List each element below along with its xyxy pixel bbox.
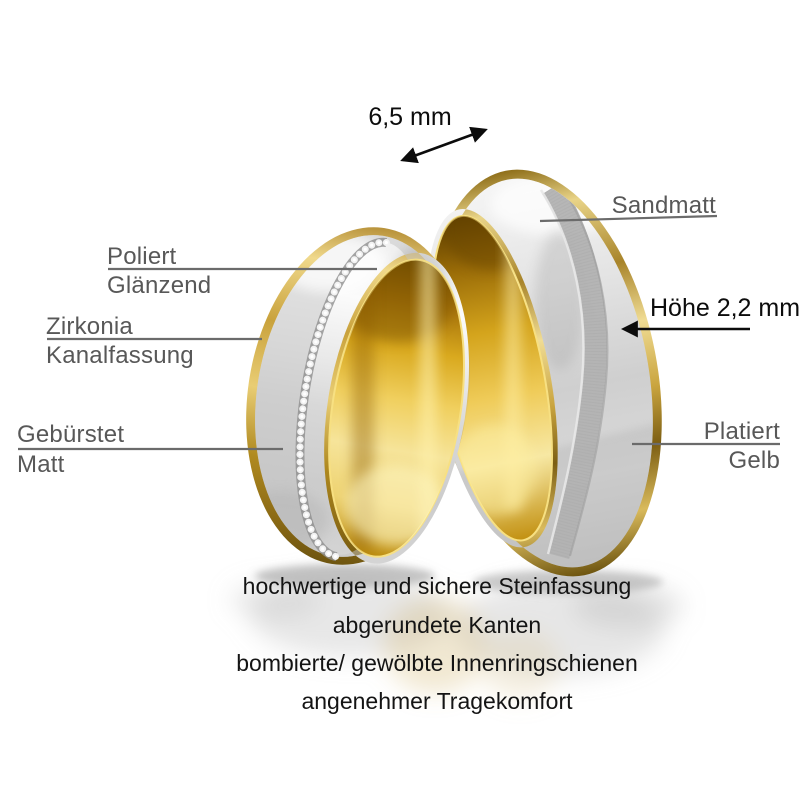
width-double-arrow-icon [400,126,488,164]
zirconia-channel [295,237,390,562]
leader-lines [18,214,780,451]
callout-zirkonia-line2: Kanalfassung [46,342,194,369]
leader-line-sandmatt [539,214,718,223]
contact-shadow [255,564,663,594]
width-measure-label: 6,5 mm [368,103,452,131]
height-measure-label: Höhe 2,2 mm [650,294,800,322]
feature-line-2: abgerundete Kanten [332,612,542,638]
feature-line-1: hochwertige und sichere Steinfassung [242,573,632,599]
callout-platiert-line2: Gelb [728,447,780,474]
sandmatt-stripe [539,181,609,560]
callout-platiert-line1: Platiert [703,418,780,445]
callout-gebuerstet-line2: Matt [17,451,65,478]
callout-sandmatt: Sandmatt [611,192,716,219]
callout-poliert-line2: Glänzend [107,272,212,299]
table-reflection [230,573,683,700]
callout-poliert-line1: Poliert [107,243,177,270]
callout-zirkonia-line1: Zirkonia [46,313,133,340]
ring-left-interior-shading [343,250,453,550]
measure-arrows [400,126,750,338]
feature-line-4: angenehmer Tragekomfort [301,688,573,714]
callout-gebuerstet-line1: Gebürstet [17,421,125,448]
feature-line-3: bombierte/ gewölbte Innenringschienen [236,650,638,676]
